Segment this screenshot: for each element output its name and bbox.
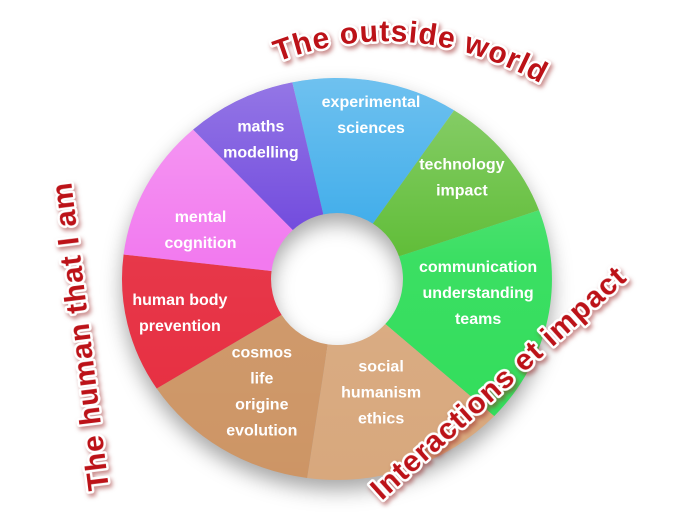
wheel-slices	[121, 77, 552, 480]
title-the-outside-world: The outside world	[269, 15, 553, 90]
title-the-outside-world-text: The outside world	[267, 13, 555, 93]
title-the-human-that-i-am: The human that I am	[45, 180, 116, 492]
